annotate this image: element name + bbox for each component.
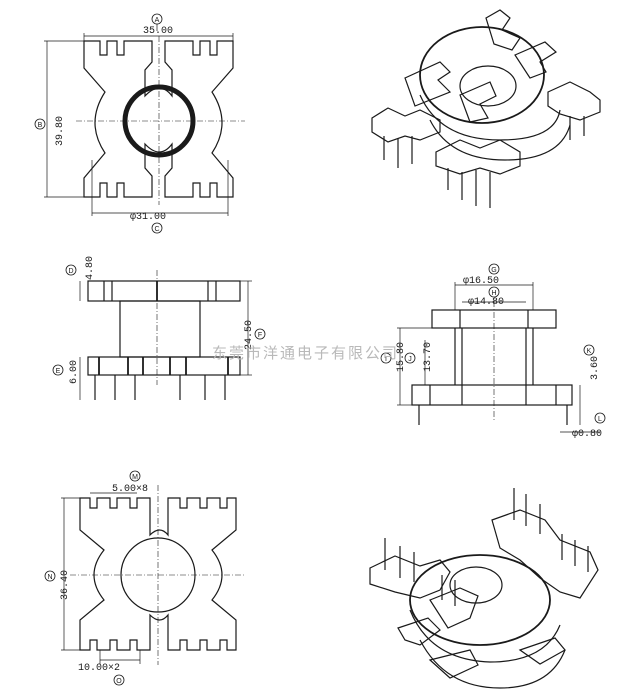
- dim-sec-pin-length: 3.60: [590, 356, 601, 380]
- side-top-flange: [87, 280, 241, 302]
- dim-top-width: 35.00: [143, 26, 173, 37]
- section-view: φ16.50 G φ14.80 H 15.80 I 13.70 J 3.60 K…: [380, 263, 606, 440]
- side-pins: [94, 375, 226, 400]
- label-circle-f: [254, 328, 266, 340]
- top-view-outline: [83, 40, 234, 198]
- sec-bottom-flange: [411, 384, 573, 406]
- dim-bot-pitch: 10.00×2: [78, 663, 120, 674]
- svg-text:A: A: [155, 17, 160, 24]
- iso-winding-body: [419, 94, 561, 141]
- svg-text:N: N: [47, 574, 52, 581]
- dim-side-top-flange: 4.80: [85, 256, 96, 280]
- iso-right-tab: [514, 41, 557, 79]
- dim-side-bottom-flange: 6.00: [69, 360, 80, 384]
- iso-bore: [459, 65, 517, 107]
- dim-sec-outer-dia: φ16.50: [463, 276, 499, 287]
- iso2-base: [419, 639, 566, 689]
- dim-sec-height-inner: 13.70: [423, 342, 434, 372]
- isometric-view-top: [371, 9, 601, 208]
- iso2-pins: [384, 488, 589, 606]
- side-bottom-flange: [87, 356, 241, 376]
- svg-text:D: D: [68, 268, 73, 275]
- dim-sec-pin-dia: φ0.80: [572, 429, 602, 440]
- isometric-view-bottom: [369, 488, 599, 689]
- dim-bot-slot: 5.00×8: [112, 484, 148, 495]
- iso2-body: [409, 609, 561, 663]
- iso-center-tab: [459, 81, 497, 123]
- svg-text:F: F: [258, 332, 262, 339]
- iso2-flange: [409, 554, 551, 646]
- label-circle-j: [404, 352, 416, 364]
- label-circle-k: [583, 344, 595, 356]
- svg-text:G: G: [491, 267, 496, 274]
- iso-pins: [383, 116, 585, 208]
- dim-sec-height-outer: 15.80: [396, 342, 407, 372]
- dim-side-height: 24.50: [244, 320, 255, 350]
- label-circle-n: [44, 570, 56, 582]
- svg-text:C: C: [154, 226, 159, 233]
- bottom-view: 5.00×8 M 36.40 N 10.00×2 O: [44, 470, 245, 686]
- dim-sec-inner-dia: φ14.80: [468, 297, 504, 308]
- svg-text:O: O: [116, 678, 122, 685]
- iso2-lower-front-tab: [428, 649, 479, 679]
- label-circle-g: [488, 263, 500, 275]
- top-view: 35.00 A 39.80 B φ31.00 C: [34, 13, 245, 234]
- svg-text:B: B: [38, 122, 43, 129]
- iso-bottom-flange: [429, 119, 571, 161]
- iso-top-tab: [485, 9, 521, 51]
- iso2-bore: [449, 566, 503, 604]
- dim-bot-height: 36.40: [60, 570, 71, 600]
- label-circle-o: [113, 674, 125, 686]
- label-circle-c: [151, 222, 163, 234]
- iso2-left-pin-block: [369, 555, 451, 599]
- svg-text:L: L: [598, 416, 602, 423]
- iso-front-pin-block: [435, 139, 521, 175]
- svg-text:M: M: [132, 474, 138, 481]
- side-winding-area: [119, 300, 201, 358]
- label-circle-i: [380, 352, 392, 364]
- label-circle-d: [65, 264, 77, 276]
- label-circle-h: [488, 286, 500, 298]
- iso-left-pin-block: [371, 107, 441, 143]
- dim-top-diameter: φ31.00: [130, 212, 166, 223]
- svg-text:H: H: [491, 290, 496, 297]
- dim-top-height: 39.80: [55, 116, 66, 146]
- label-circle-b: [34, 118, 46, 130]
- iso-left-tab: [404, 61, 452, 107]
- side-view: 4.80 D 24.50 F 6.00 E: [52, 256, 266, 400]
- label-circle-e: [52, 364, 64, 376]
- label-circle-l: [594, 412, 606, 424]
- iso-top-flange-outer: [419, 26, 545, 124]
- watermark-company-name: 东莞市洋通电子有限公司: [212, 344, 399, 362]
- iso2-lower-left-tab: [397, 617, 441, 646]
- svg-text:K: K: [587, 348, 592, 355]
- svg-text:I: I: [385, 356, 387, 363]
- iso2-right-pin-block: [491, 509, 599, 599]
- svg-text:J: J: [408, 356, 412, 363]
- svg-text:E: E: [56, 368, 61, 375]
- bottom-view-outline: [79, 497, 237, 651]
- iso-right-pin-block: [547, 81, 601, 121]
- iso2-lower-right-tab: [518, 637, 566, 665]
- label-circle-m: [129, 470, 141, 482]
